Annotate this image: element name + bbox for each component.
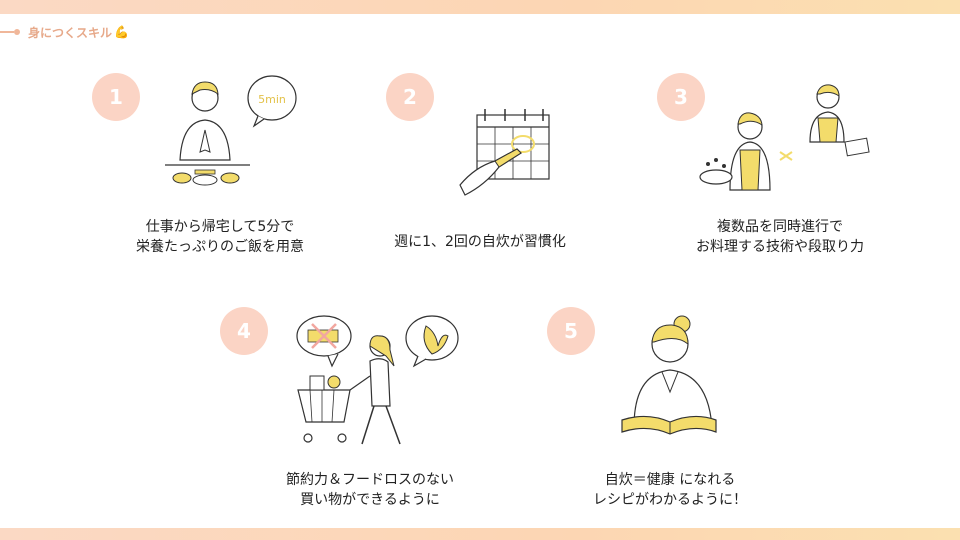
caption-3-line1: 複数品を同時進行で — [717, 219, 843, 235]
step-number-4: 4 — [220, 307, 268, 355]
caption-5-line2: レシピがわかるように！ — [593, 492, 747, 508]
caption-1-line1: 仕事から帰宅して5分で — [145, 219, 295, 235]
illustration-calendar — [459, 109, 550, 196]
illustration-reading — [621, 315, 717, 435]
step-number-1: 1 — [92, 73, 140, 121]
header-dot — [14, 29, 20, 35]
illustration-cooking — [699, 84, 870, 191]
caption-1: 仕事から帰宅して5分で 栄養たっぷりのご飯を用意 — [100, 217, 340, 257]
illustration-shopping — [296, 315, 459, 445]
section-header: 身につくスキル 💪 — [0, 22, 129, 42]
caption-4: 節約力＆フードロスのない 買い物ができるように — [255, 470, 485, 510]
caption-5-line1: 自炊＝健康 になれる — [604, 472, 736, 488]
caption-5: 自炊＝健康 になれる レシピがわかるように！ — [555, 470, 785, 510]
bottom-gradient-bar — [0, 528, 960, 540]
caption-1-line2: 栄養たっぷりのご飯を用意 — [136, 239, 304, 255]
step-number-3: 3 — [657, 73, 705, 121]
illustration-meal-prayer: 5min — [165, 75, 297, 186]
caption-2: 週に1、2回の自炊が習慣化 — [380, 232, 580, 252]
step-number-5: 5 — [547, 307, 595, 355]
header-line — [0, 31, 14, 33]
header-title: 身につくスキル — [28, 25, 113, 40]
step-number-2: 2 — [386, 73, 434, 121]
top-gradient-bar — [0, 0, 960, 14]
five-min-badge: 5min — [258, 93, 286, 106]
caption-3-line2: お料理する技術や段取り力 — [696, 239, 864, 255]
caption-3: 複数品を同時進行で お料理する技術や段取り力 — [670, 217, 890, 257]
caption-4-line1: 節約力＆フードロスのない — [286, 472, 454, 488]
muscle-icon: 💪 — [114, 25, 129, 39]
caption-2-line1: 週に1、2回の自炊が習慣化 — [394, 234, 566, 250]
caption-4-line2: 買い物ができるように — [300, 492, 440, 508]
